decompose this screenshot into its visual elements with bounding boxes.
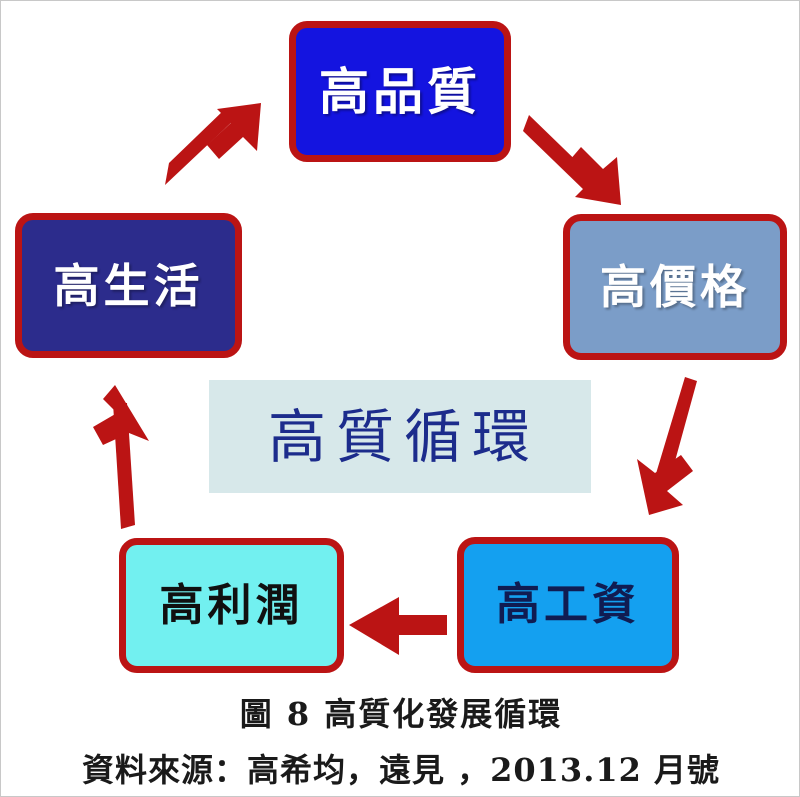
- figure-caption: 圖 8 高質化發展循環: [239, 695, 563, 733]
- node-high-price[interactable]: 高價格: [563, 214, 787, 360]
- node-high-life[interactable]: 高生活: [15, 213, 242, 358]
- center-label-text: 高質循環: [267, 402, 540, 471]
- node-high-quality[interactable]: 高品質: [289, 21, 511, 162]
- arrow-left-icon: [347, 593, 451, 663]
- node-high-quality-label: 高品質: [319, 62, 481, 121]
- node-high-profit-label: 高利潤: [159, 579, 304, 631]
- arrow-up-icon: [83, 383, 163, 537]
- arrow-down-icon: [623, 373, 713, 527]
- arrow-down-right-icon: [523, 109, 633, 213]
- node-high-price-label: 高價格: [600, 260, 750, 314]
- node-high-wage[interactable]: 高工資: [457, 537, 679, 673]
- center-label-badge: 高質循環: [209, 380, 591, 493]
- source-caption: 資料來源：高希均，遠見 ，2013.12 月號: [81, 751, 721, 789]
- node-high-life-label: 高生活: [53, 258, 204, 313]
- arrow-up-right-icon: [161, 101, 271, 195]
- node-high-profit[interactable]: 高利潤: [119, 538, 344, 673]
- node-high-wage-label: 高工資: [496, 579, 640, 630]
